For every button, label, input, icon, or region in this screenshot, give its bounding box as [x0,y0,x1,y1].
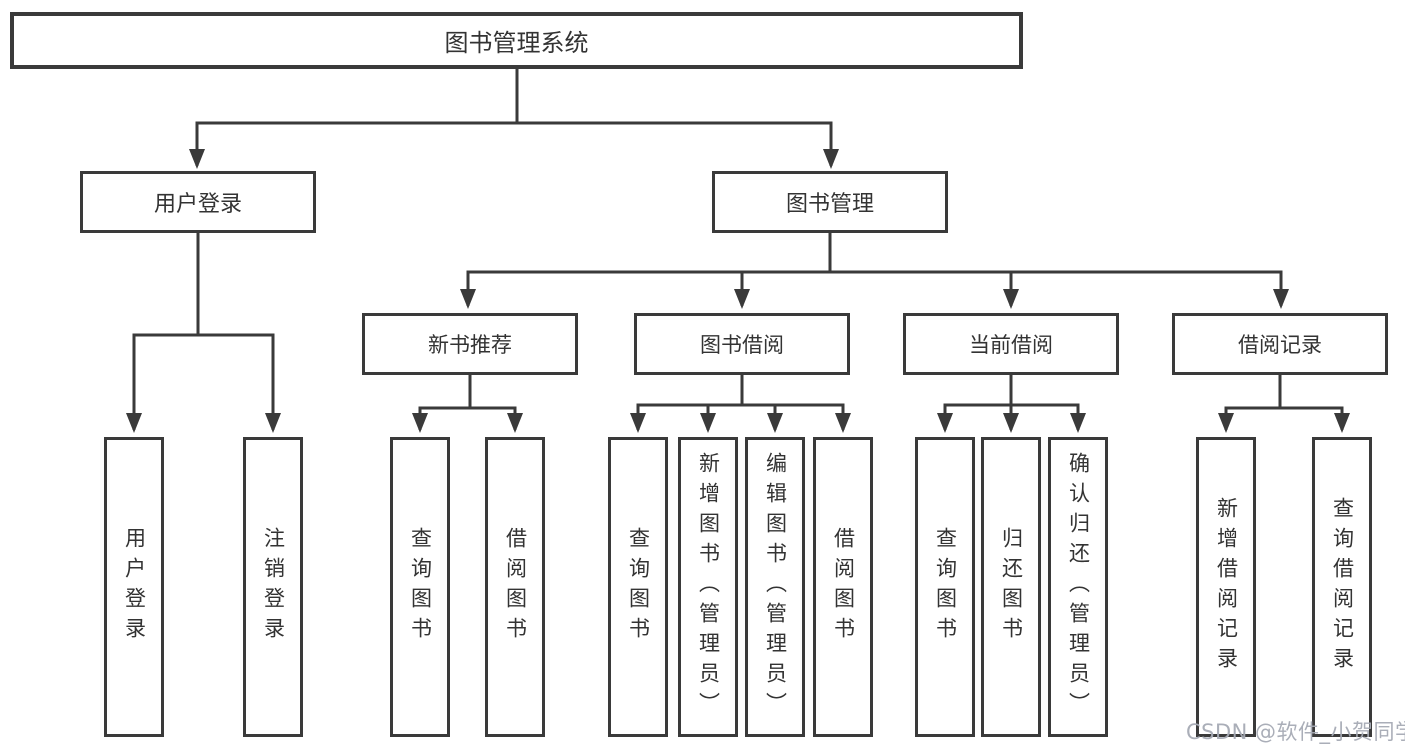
leaf-current-confirm-admin: 确认归还（管理员） [1048,437,1108,737]
leaf-user-login-label: 用户登录 [122,527,147,647]
node-root-label: 图书管理系统 [444,29,589,57]
node-book-management-label: 图书管理 [785,192,874,217]
leaf-newbooks-query: 查询图书 [390,437,450,737]
node-book-borrow: 图书借阅 [634,313,850,375]
leaf-logout-label: 注销登录 [261,527,286,647]
leaf-newbooks-borrow: 借阅图书 [485,437,545,737]
leaf-current-return: 归还图书 [981,437,1041,737]
leaf-records-add: 新增借阅记录 [1196,437,1256,737]
leaf-borrow-query: 查询图书 [608,437,668,737]
node-root: 图书管理系统 [10,12,1023,69]
leaf-borrow-borrow: 借阅图书 [813,437,873,737]
leaf-borrow-borrow-label: 借阅图书 [831,527,856,647]
node-borrow-records-label: 借阅记录 [1238,333,1322,357]
node-book-management: 图书管理 [712,171,948,233]
node-book-borrow-label: 图书借阅 [700,333,784,357]
leaf-records-query: 查询借阅记录 [1312,437,1372,737]
leaf-newbooks-query-label: 查询图书 [408,527,433,647]
leaf-newbooks-borrow-label: 借阅图书 [503,527,528,647]
leaf-borrow-edit-admin: 编辑图书（管理员） [745,437,805,737]
node-user-login: 用户登录 [80,171,316,233]
node-current-borrow-label: 当前借阅 [969,333,1053,357]
node-current-borrow: 当前借阅 [903,313,1119,375]
node-new-book-recommend-label: 新书推荐 [428,333,512,357]
leaf-logout: 注销登录 [243,437,303,737]
leaf-records-add-label: 新增借阅记录 [1214,497,1239,677]
node-borrow-records: 借阅记录 [1172,313,1388,375]
leaf-records-query-label: 查询借阅记录 [1330,497,1355,677]
node-user-login-label: 用户登录 [153,192,242,217]
leaf-current-query-label: 查询图书 [933,527,958,647]
leaf-current-query: 查询图书 [915,437,975,737]
leaf-borrow-edit-admin-label: 编辑图书（管理员） [763,452,788,722]
leaf-current-return-label: 归还图书 [999,527,1024,647]
leaf-borrow-add-admin-label: 新增图书（管理员） [696,452,721,722]
node-new-book-recommend: 新书推荐 [362,313,578,375]
csdn-watermark: CSDN @软件_小贺同学 [1186,720,1405,744]
leaf-user-login: 用户登录 [104,437,164,737]
leaf-current-confirm-admin-label: 确认归还（管理员） [1066,452,1091,722]
leaf-borrow-add-admin: 新增图书（管理员） [678,437,738,737]
leaf-borrow-query-label: 查询图书 [626,527,651,647]
